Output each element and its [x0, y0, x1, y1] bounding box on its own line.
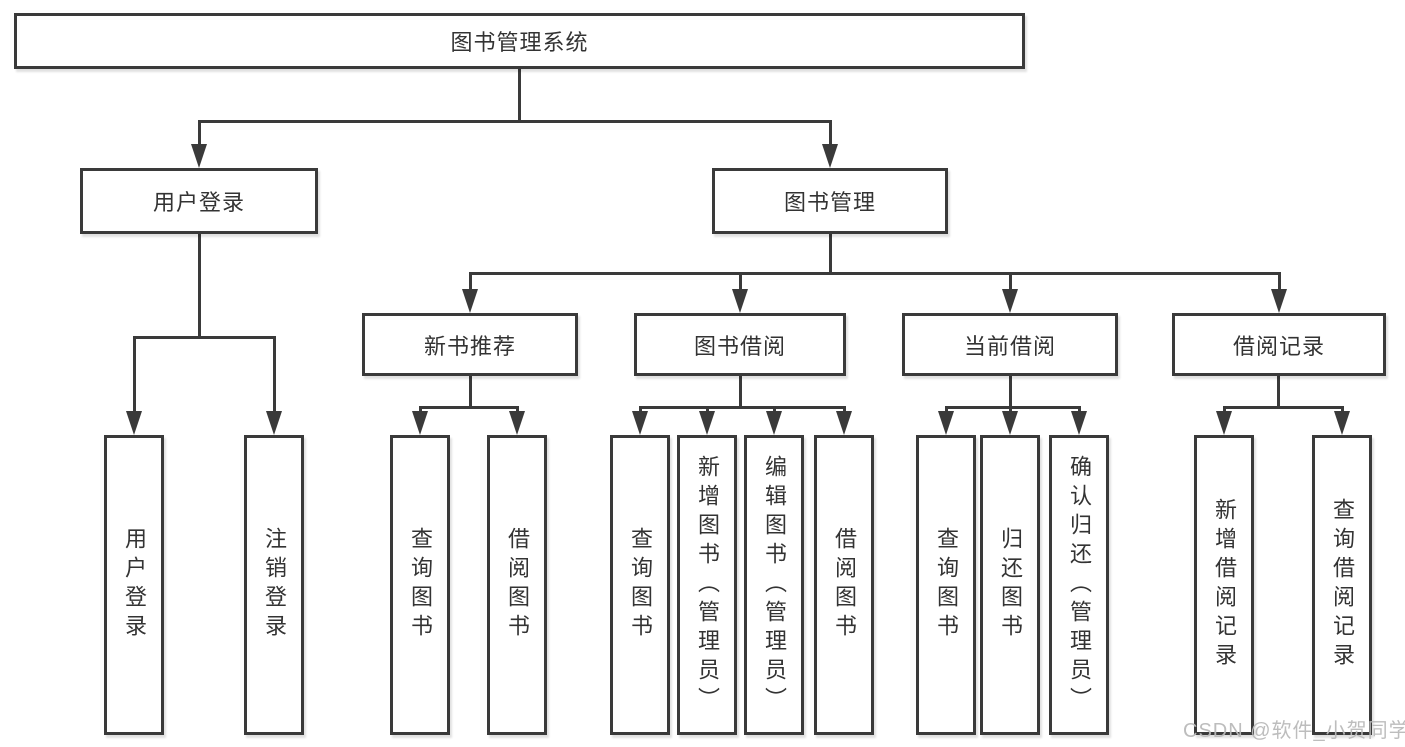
arrow-down-icon	[1271, 289, 1287, 313]
node-book-management-label: 图书管理	[783, 190, 876, 215]
leaf-borrow-books-recommend: 借阅图书	[487, 435, 547, 735]
leaf-confirm-return-admin-label: 确认归还（管理员）	[1067, 454, 1092, 716]
connector-line	[829, 120, 832, 148]
leaf-add-books-admin-label: 新增图书（管理员）	[695, 454, 720, 716]
connector-line	[1341, 406, 1344, 415]
arrow-down-icon	[191, 144, 207, 168]
arrow-down-icon	[836, 411, 852, 435]
arrow-down-icon	[699, 411, 715, 435]
connector-line	[945, 406, 1080, 409]
leaf-query-borrow-record: 查询借阅记录	[1312, 435, 1372, 735]
node-current-borrow-label: 当前借阅	[963, 333, 1056, 359]
connector-line	[739, 272, 742, 293]
arrow-down-icon	[1216, 411, 1232, 435]
connector-line	[1278, 272, 1281, 293]
connector-line	[739, 376, 742, 408]
connector-line	[1009, 406, 1012, 415]
arrow-down-icon	[1334, 411, 1350, 435]
arrow-down-icon	[732, 289, 748, 313]
connector-line	[133, 336, 136, 414]
connector-line	[273, 336, 276, 414]
node-new-book-recommend-label: 新书推荐	[423, 333, 516, 359]
leaf-add-books-admin: 新增图书（管理员）	[677, 435, 737, 735]
node-current-borrow: 当前借阅	[902, 313, 1118, 376]
leaf-query-borrow-record-label: 查询借阅记录	[1330, 498, 1355, 672]
connector-line	[133, 336, 276, 339]
leaf-return-books-label: 归还图书	[998, 527, 1023, 643]
connector-line	[516, 406, 519, 415]
arrow-down-icon	[822, 144, 838, 168]
arrow-down-icon	[1071, 411, 1087, 435]
arrow-down-icon	[266, 411, 282, 435]
leaf-borrow-books-recommend-label: 借阅图书	[505, 527, 530, 643]
leaf-query-books-current-label: 查询图书	[934, 527, 959, 643]
node-borrow-records: 借阅记录	[1172, 313, 1386, 376]
leaf-logout-label: 注销登录	[262, 527, 287, 643]
node-user-login-label: 用户登录	[152, 190, 245, 215]
leaf-query-books-current: 查询图书	[916, 435, 976, 735]
arrow-down-icon	[509, 411, 525, 435]
connector-line	[843, 406, 846, 415]
node-root-label: 图书管理系统	[450, 30, 589, 55]
connector-line	[419, 406, 519, 409]
connector-line	[198, 120, 201, 148]
leaf-confirm-return-admin: 确认归还（管理员）	[1049, 435, 1109, 735]
connector-line	[419, 406, 422, 415]
leaf-add-borrow-record-label: 新增借阅记录	[1212, 498, 1237, 672]
connector-line	[518, 69, 521, 122]
arrow-down-icon	[766, 411, 782, 435]
connector-line	[1009, 376, 1012, 408]
arrow-down-icon	[462, 289, 478, 313]
connector-line	[1277, 376, 1280, 408]
connector-line	[639, 406, 642, 415]
leaf-query-books-borrow-label: 查询图书	[628, 527, 653, 643]
connector-line	[198, 234, 201, 338]
leaf-query-books-recommend-label: 查询图书	[408, 527, 433, 643]
leaf-logout: 注销登录	[244, 435, 304, 735]
leaf-query-books-recommend: 查询图书	[390, 435, 450, 735]
node-root: 图书管理系统	[14, 13, 1025, 69]
connector-line	[945, 406, 948, 415]
connector-line	[1223, 406, 1343, 409]
node-user-login: 用户登录	[80, 168, 318, 234]
leaf-edit-books-admin-label: 编辑图书（管理员）	[762, 454, 787, 716]
leaf-query-books-borrow: 查询图书	[610, 435, 670, 735]
csdn-watermark: CSDN @软件_小贺同学	[1183, 720, 1405, 742]
arrow-down-icon	[1002, 411, 1018, 435]
arrow-down-icon	[938, 411, 954, 435]
node-borrow-records-label: 借阅记录	[1232, 333, 1325, 359]
connector-line	[469, 272, 472, 293]
arrow-down-icon	[632, 411, 648, 435]
connector-line	[1078, 406, 1081, 415]
arrow-down-icon	[126, 411, 142, 435]
connector-line	[706, 406, 709, 415]
connector-line	[773, 406, 776, 415]
node-new-book-recommend: 新书推荐	[362, 313, 578, 376]
node-book-borrow-label: 图书借阅	[693, 333, 786, 359]
node-book-management: 图书管理	[712, 168, 948, 234]
arrow-down-icon	[1002, 289, 1018, 313]
arrow-down-icon	[412, 411, 428, 435]
connector-line	[469, 376, 472, 408]
connector-line	[469, 272, 1280, 275]
leaf-return-books: 归还图书	[980, 435, 1040, 735]
connector-line	[1009, 272, 1012, 293]
connector-line	[198, 120, 832, 123]
connector-line	[829, 234, 832, 274]
leaf-user-login: 用户登录	[104, 435, 164, 735]
connector-line	[1223, 406, 1226, 415]
leaf-user-login-label: 用户登录	[122, 527, 147, 643]
leaf-borrow-books: 借阅图书	[814, 435, 874, 735]
node-book-borrow: 图书借阅	[634, 313, 846, 376]
leaf-edit-books-admin: 编辑图书（管理员）	[744, 435, 804, 735]
leaf-add-borrow-record: 新增借阅记录	[1194, 435, 1254, 735]
connector-line	[639, 406, 845, 409]
leaf-borrow-books-label: 借阅图书	[832, 527, 857, 643]
